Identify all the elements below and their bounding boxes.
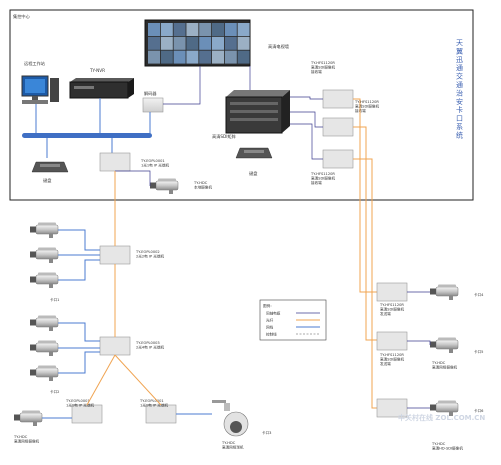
field-camera-5 [29, 340, 59, 357]
legend-item-label: 网线 [266, 325, 274, 330]
field-transceiver-4 [71, 404, 103, 424]
lane-label-6: 卡口6 [474, 408, 484, 413]
dome-camera-icon [212, 400, 249, 437]
legend-item-label: 光纤 [266, 318, 274, 323]
workstation-label: 远程工作站 [24, 60, 45, 67]
sdi-transmitter-2 [376, 331, 408, 351]
video-wall-tile [148, 50, 160, 64]
watermark: 中关村在线 ZOL.COM.CN [398, 413, 485, 422]
field-camera-1 [29, 222, 59, 239]
video-wall-tile [199, 23, 212, 36]
video-wall-tile [148, 36, 160, 50]
video-wall-tile [212, 23, 224, 36]
lane-label-2: 卡口2 [50, 389, 59, 394]
video-wall-tile [199, 36, 212, 50]
sdi-receiver-3 [322, 149, 354, 169]
nvr-label: TY-NVR [89, 68, 105, 73]
field-camera-6 [29, 365, 59, 382]
legend-title: 图例： [263, 303, 274, 308]
field-transceiver-3 [99, 336, 131, 356]
sdi-matrix-icon [225, 90, 290, 134]
video-wall-tile [160, 23, 173, 36]
decoder-label: 解码器 [144, 90, 157, 97]
workstation-icon [21, 75, 59, 104]
video-wall-tile [186, 36, 199, 50]
lane-label-3: 卡口3 [262, 430, 271, 435]
video-wall-tile [237, 36, 250, 50]
video-wall-tile [173, 23, 186, 36]
lane-label-4: 卡口4 [474, 292, 484, 297]
video-wall-tile [212, 36, 224, 50]
field-camera-2 [29, 247, 59, 264]
keyboard2-icon [235, 147, 273, 159]
control-center-label: 集控中心 [13, 13, 31, 20]
field-camera-3 [29, 272, 59, 289]
decoder-box [142, 97, 164, 113]
legend-item-label: 控制线 [266, 332, 277, 337]
nvr-icon [69, 78, 134, 99]
network-backbone [22, 98, 152, 158]
video-wall-tile [186, 50, 199, 64]
video-wall-label: 高清电视墙 [268, 43, 289, 50]
video-wall-tile [199, 50, 212, 64]
field-transceiver-2 [99, 245, 131, 265]
keyboard2-label: 键盘 [249, 170, 257, 177]
center-fiber-transceiver [99, 152, 131, 172]
video-wall [144, 19, 251, 67]
lane-label-1: 卡口1 [50, 297, 59, 302]
field-camera-7 [13, 410, 43, 427]
video-wall-tile [148, 23, 160, 36]
legend-item-label: 同轴电缆 [266, 311, 281, 316]
video-wall-tile [237, 23, 250, 36]
sdi-matrix-label: 高清SDI矩阵 [212, 133, 237, 140]
field-camera-4 [29, 315, 59, 332]
keyboard-icon [31, 161, 69, 173]
video-wall-tile [186, 23, 199, 36]
keyboard-label: 键盘 [43, 177, 51, 184]
video-wall-tile [212, 50, 224, 64]
video-wall-tile [224, 50, 237, 64]
sdi-receiver-1 [322, 89, 354, 109]
video-wall-tile [160, 36, 173, 50]
video-wall-tile [160, 50, 173, 64]
video-wall-tile [173, 36, 186, 50]
video-wall-tile [224, 23, 237, 36]
lane-label-5: 卡口5 [474, 349, 483, 354]
sdi-transmitter-1 [376, 282, 408, 302]
video-wall-tile [224, 36, 237, 50]
field-transceiver-5 [145, 404, 177, 424]
video-wall-tile [173, 50, 186, 64]
video-wall-tile [237, 50, 250, 64]
side-title: 天翼迅通交通治安卡口系统 [456, 39, 463, 139]
right-camera-2 [429, 337, 459, 354]
right-camera-1 [429, 284, 459, 301]
sdi-receiver-2 [322, 117, 354, 137]
